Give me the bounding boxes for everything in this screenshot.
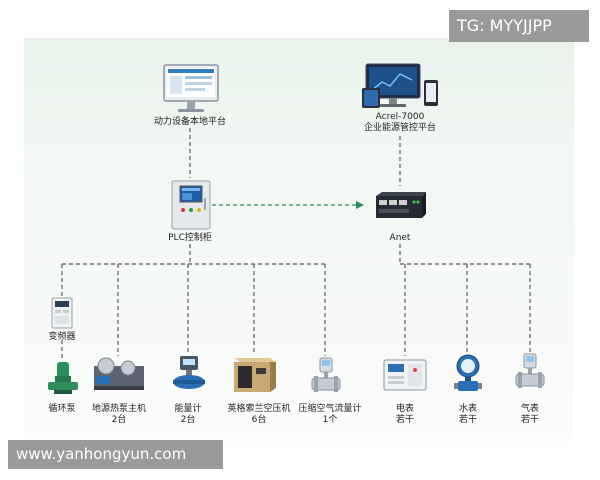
device-label-gas-meter: 气表 (520, 404, 539, 414)
device-count-electric-meter: 若干 (395, 415, 414, 425)
computer-monitor-icon (163, 64, 219, 112)
energy-meter-icon (173, 356, 205, 389)
acrel-platform-subtitle: 企业能源管控平台 (363, 123, 436, 133)
air-compressor-icon (234, 358, 276, 392)
acrel-platform-title: Acrel-7000 (375, 112, 425, 122)
control-cabinet-icon (171, 180, 211, 230)
gateway-box-icon (376, 192, 426, 218)
device-label-electric-meter: 电表 (395, 404, 414, 414)
monitor-tablet-phone-icon (362, 63, 438, 108)
flowmeter-icon (311, 357, 341, 392)
electric-meter-icon (383, 359, 427, 391)
device-label-flowmeter: 压缩空气流量计 (298, 404, 362, 414)
device-count-flowmeter: 1个 (322, 415, 338, 425)
device-count-energy-meter: 2台 (180, 415, 196, 425)
device-count-air-compressor: 6台 (251, 415, 267, 425)
inverter-icon (51, 297, 73, 329)
device-label-water-meter: 水表 (458, 404, 477, 414)
device-label-air-compressor: 英格索兰空压机 (227, 404, 291, 414)
device-label-circulation-pump: 循环泵 (48, 404, 76, 414)
device-count-gas-meter: 若干 (520, 415, 539, 425)
anet-label: Anet (389, 233, 411, 243)
device-label-heat-pump: 地源热泵主机 (91, 404, 146, 414)
pump-icon (48, 362, 78, 394)
device-count-heat-pump: 2台 (111, 415, 127, 425)
water-meter-icon (454, 354, 482, 391)
gas-meter-icon (515, 353, 545, 388)
watermark-bottom-left: www.yanhongyun.com (8, 440, 223, 469)
vfd-label: 变频器 (48, 332, 76, 342)
local-platform-label: 动力设备本地平台 (153, 117, 226, 127)
device-count-water-meter: 若干 (458, 415, 477, 425)
watermark-top-right: TG: MYYJJPP (449, 10, 589, 42)
device-label-energy-meter: 能量计 (174, 404, 202, 414)
heat-pump-unit-icon (94, 357, 144, 390)
plc-cabinet-label: PLC控制柜 (168, 233, 212, 243)
arrow-to-anet (356, 201, 364, 209)
